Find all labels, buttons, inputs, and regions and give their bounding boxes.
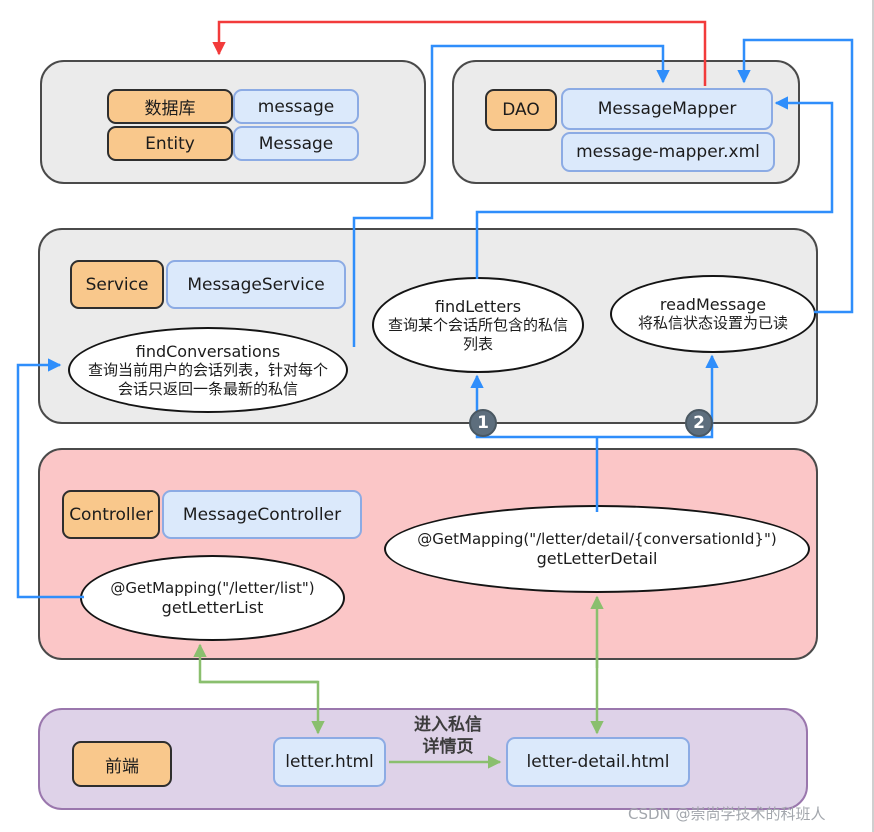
handler-method: getLetterDetail [536, 548, 658, 568]
dao-layer-box: DAO MessageMapper message-mapper.xml [452, 60, 800, 184]
method-desc: 查询某个会话所包含的私信列表 [388, 316, 569, 353]
method-name: findLetters [434, 297, 522, 317]
handler-annotation: @GetMapping("/letter/detail/{conversatio… [417, 530, 777, 549]
method-find-conversations: findConversations 查询当前用户的会话列表，针对每个会话只返回一… [68, 327, 348, 413]
letter-detail-page-chip: letter-detail.html [506, 737, 690, 787]
entity-class-name: Message [233, 126, 359, 161]
handler-method: getLetterList [161, 597, 264, 617]
transition-line1: 进入私信 [414, 715, 482, 735]
message-mapper-chip: MessageMapper [561, 88, 773, 130]
entity-label: Entity [107, 126, 233, 161]
database-table-name: message [233, 89, 359, 124]
method-name: readMessage [659, 295, 767, 315]
transition-line2: 详情页 [422, 737, 474, 758]
handler-get-letter-detail: @GetMapping("/letter/detail/{conversatio… [384, 505, 810, 593]
dao-label: DAO [485, 89, 557, 131]
method-read-message: readMessage 将私信状态设置为已读 [610, 275, 816, 353]
method-desc: 将私信状态设置为已读 [637, 314, 788, 333]
controller-label: Controller [62, 490, 160, 539]
step-badge-2: 2 [685, 409, 713, 437]
method-name: findConversations [135, 342, 281, 362]
service-label: Service [70, 260, 164, 309]
transition-label: 进入私信 详情页 [396, 714, 500, 758]
letter-page-chip: letter.html [273, 737, 386, 787]
database-label: 数据库 [107, 89, 233, 124]
step-badge-1: 1 [469, 409, 497, 437]
watermark: CSDN @崇尚学技术的科班人 [628, 805, 826, 823]
mapper-xml-chip: message-mapper.xml [561, 132, 775, 172]
message-service-chip: MessageService [166, 260, 346, 309]
handler-get-letter-list: @GetMapping("/letter/list") getLetterLis… [80, 555, 345, 641]
handler-annotation: @GetMapping("/letter/list") [110, 579, 315, 598]
database-layer-box: 数据库 message Entity Message [40, 60, 426, 184]
frontend-layer-box: 前端 [38, 708, 808, 810]
frontend-label: 前端 [72, 741, 172, 787]
message-controller-chip: MessageController [162, 490, 362, 539]
method-desc: 查询当前用户的会话列表，针对每个会话只返回一条最新的私信 [87, 361, 328, 398]
method-find-letters: findLetters 查询某个会话所包含的私信列表 [372, 277, 584, 373]
